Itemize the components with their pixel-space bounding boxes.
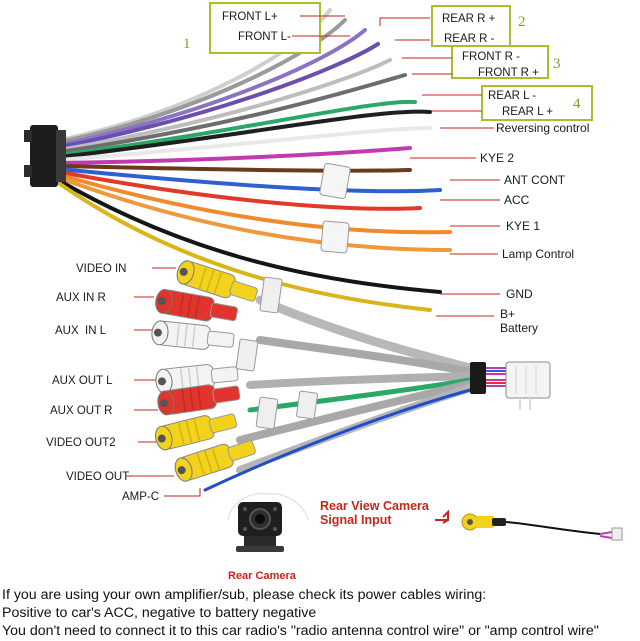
group1-wire-2: FRONT L- bbox=[238, 31, 291, 43]
camera-title-2: Signal Input bbox=[320, 513, 392, 527]
label-acc: ACC bbox=[504, 193, 530, 207]
label-gnd: GND bbox=[506, 287, 533, 301]
group-leader-lines bbox=[292, 15, 482, 112]
label-lamp-control: Lamp Control bbox=[502, 247, 574, 261]
harness-wires bbox=[58, 8, 452, 312]
speaker-groups: FRONT L+ FRONT L- 1 REAR R + REAR R - 2 … bbox=[183, 2, 593, 121]
label-aux-out-r: AUX OUT R bbox=[50, 405, 112, 417]
group2-wire-1: REAR R + bbox=[442, 13, 496, 25]
left-labels: VIDEO IN AUX IN R AUX IN L AUX OUT L AUX… bbox=[46, 263, 201, 503]
label-b-plus: B+ bbox=[500, 307, 515, 321]
label-ant-cont: ANT CONT bbox=[504, 173, 566, 187]
rear-camera-section: Rear Camera Rear View Camera Signal Inpu… bbox=[227, 492, 623, 582]
label-amp-c: AMP-C bbox=[122, 491, 159, 503]
rca-aux-in-r bbox=[155, 288, 238, 322]
group-box-3 bbox=[451, 45, 549, 79]
label-video-out2: VIDEO OUT2 bbox=[46, 437, 116, 449]
multipin-connector bbox=[470, 361, 551, 410]
label-reversing-control: Reversing control bbox=[496, 121, 589, 135]
rca-aux-out-r bbox=[157, 384, 241, 416]
group2-number: 2 bbox=[518, 14, 526, 30]
note-line-2: Positive to car's ACC, negative to batte… bbox=[2, 605, 317, 621]
rca-tags bbox=[235, 276, 318, 430]
harness-connector bbox=[24, 125, 66, 187]
rca-video-out2 bbox=[154, 413, 238, 451]
group3-number: 3 bbox=[553, 56, 561, 72]
rca-aux-in-l bbox=[151, 320, 235, 350]
rear-camera-label: Rear Camera bbox=[228, 570, 297, 582]
label-video-in: VIDEO IN bbox=[76, 263, 126, 275]
group3-wire-2: FRONT R + bbox=[478, 67, 539, 79]
rca-plugs bbox=[151, 260, 258, 482]
group2-wire-2: REAR R - bbox=[444, 33, 495, 45]
group4-number: 4 bbox=[573, 96, 581, 112]
group4-wire-1: REAR L - bbox=[488, 90, 536, 102]
label-aux-in-r: AUX IN R bbox=[56, 292, 106, 304]
group1-number: 1 bbox=[183, 36, 191, 52]
rca-video-in bbox=[176, 260, 258, 302]
rca-video-out bbox=[174, 440, 256, 482]
notes-text: If you are using your own amplifier/sub,… bbox=[2, 586, 640, 640]
wire-tags bbox=[319, 162, 351, 254]
group4-wire-2: REAR L + bbox=[502, 106, 553, 118]
label-video-out: VIDEO OUT bbox=[66, 471, 129, 483]
label-kye-1: KYE 1 bbox=[506, 219, 540, 233]
label-aux-out-l: AUX OUT L bbox=[52, 375, 113, 387]
right-labels: Reversing control KYE 2 ANT CONT ACC KYE… bbox=[410, 121, 589, 335]
group1-wire-1: FRONT L+ bbox=[222, 11, 278, 23]
group-box-1 bbox=[209, 2, 321, 54]
label-aux-in-l: AUX IN L bbox=[55, 325, 107, 337]
group-box-4 bbox=[481, 85, 593, 121]
label-battery: Battery bbox=[500, 321, 538, 335]
label-kye-2: KYE 2 bbox=[480, 151, 514, 165]
note-line-1: If you are using your own amplifier/sub,… bbox=[2, 587, 487, 603]
group3-wire-1: FRONT R - bbox=[462, 51, 520, 63]
note-line-3: You don't need to connect it to this car… bbox=[2, 623, 599, 639]
camera-title-1: Rear View Camera bbox=[320, 499, 430, 513]
rca-harness bbox=[203, 295, 475, 492]
